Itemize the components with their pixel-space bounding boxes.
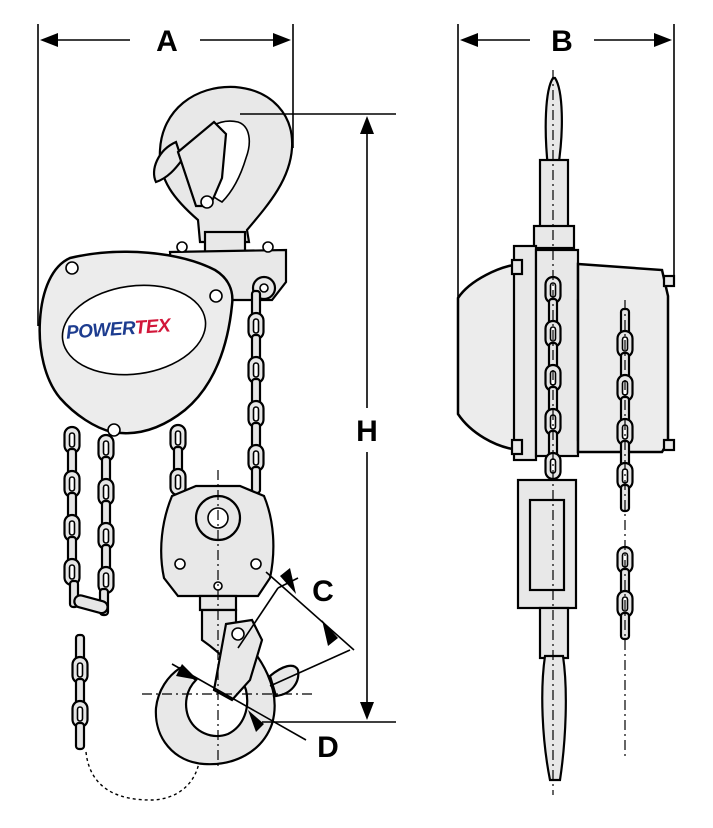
side-bottom-block [516,478,578,782]
side-housing [456,244,676,462]
dimension-a: A [37,24,294,326]
dimension-label-d: D [317,731,339,764]
logo-text-power: POWER [65,318,136,344]
dimension-h: H [240,113,396,723]
dimension-label-a: A [156,25,178,58]
dimension-label-h: H [356,415,378,448]
logo-text-tex: TEX [134,315,173,339]
hand-chain-left [63,425,115,751]
load-chain-left [169,423,187,497]
dimension-c: C [237,568,355,687]
top-hook [152,85,294,244]
gear-housing [38,250,234,437]
dimension-b: B [457,24,675,298]
bottom-hook [154,608,300,766]
bottom-block [160,484,275,612]
load-chain-right [247,289,265,495]
svg-text:POWERTEX: POWERTEX [65,315,172,343]
dimension-label-c: C [312,575,334,608]
front-view: POWERTEX [38,85,312,801]
brand-logo: POWERTEX [65,315,172,343]
side-top-hook [532,76,576,250]
dimension-d: D [171,663,339,764]
side-view [456,70,676,795]
dimension-label-b: B [551,25,573,58]
